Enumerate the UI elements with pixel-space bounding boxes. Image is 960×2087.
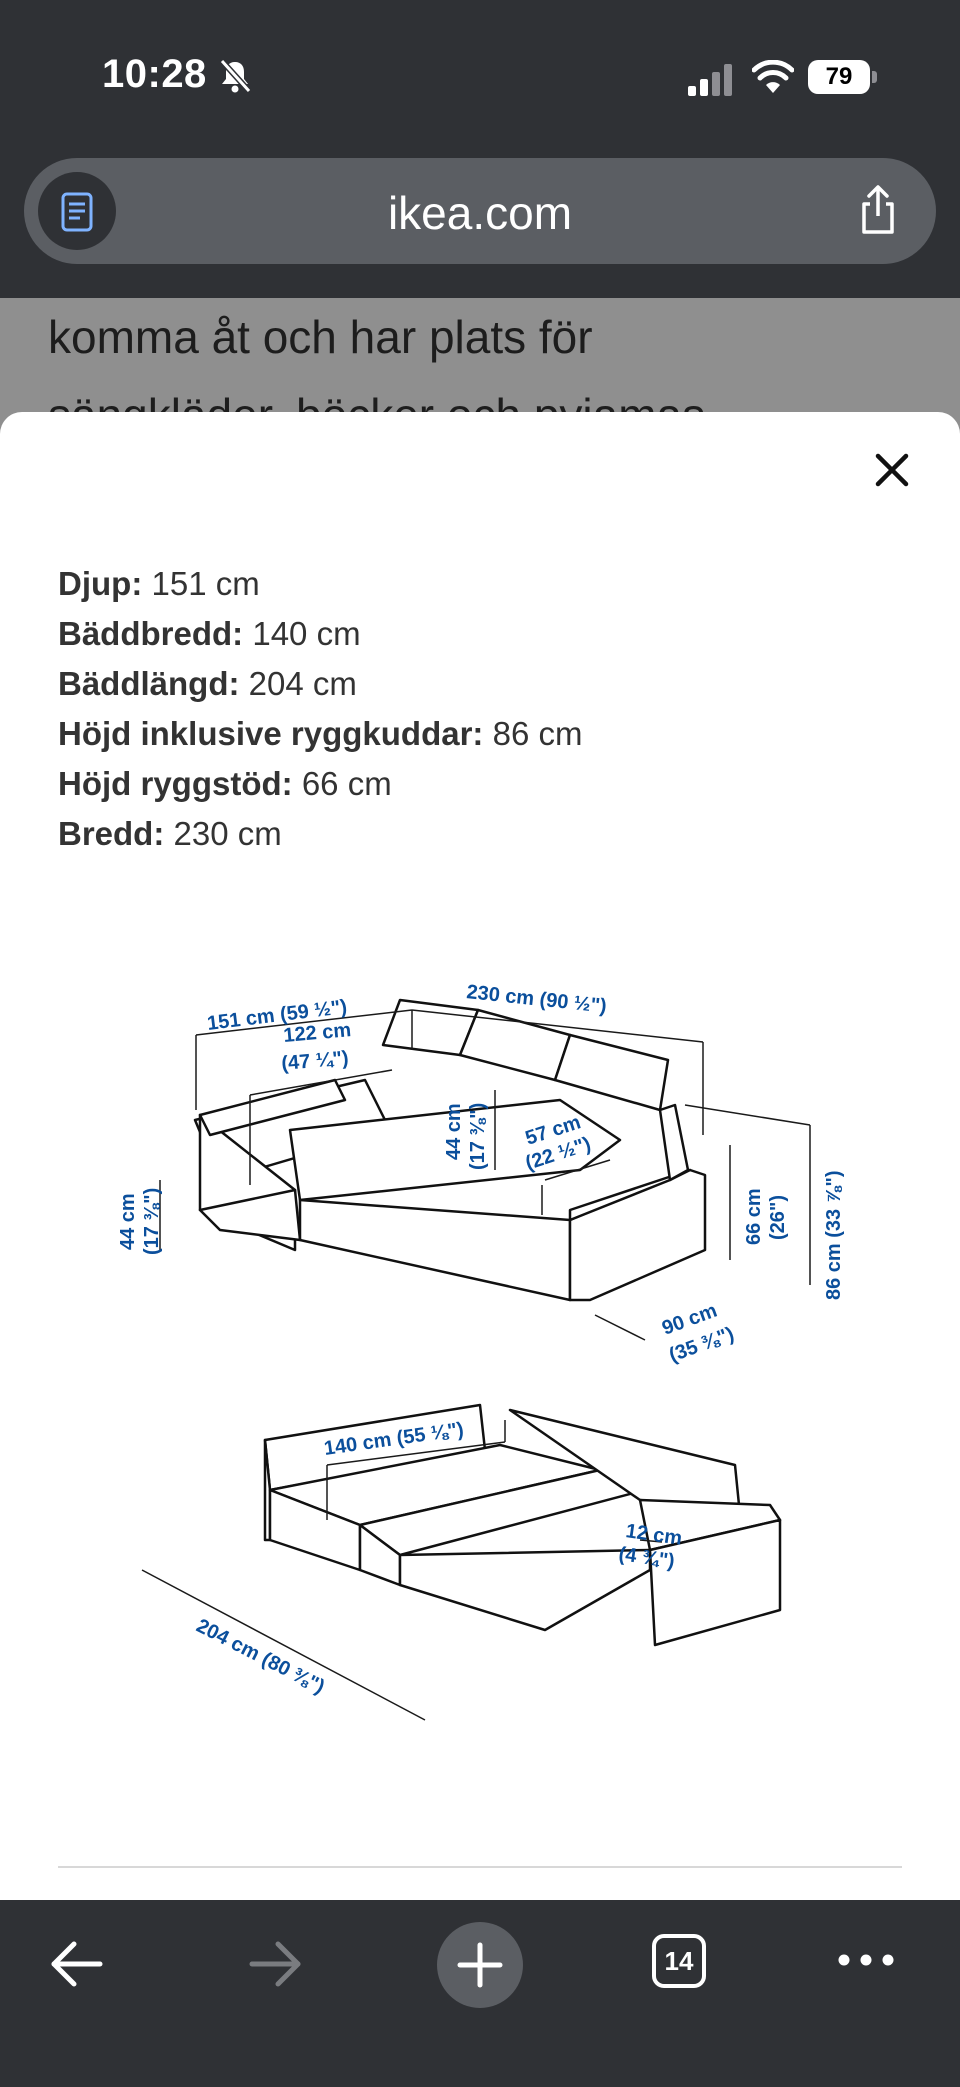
- forward-arrow-icon[interactable]: [248, 1936, 304, 1992]
- dim-seat-height-b: (17 ⅜"): [141, 1188, 163, 1255]
- share-icon[interactable]: [856, 184, 900, 236]
- spec-label: Bredd:: [58, 815, 165, 852]
- spec-label: Bäddlängd:: [58, 665, 240, 702]
- spec-width: Bredd: 230 cm: [58, 815, 582, 865]
- url-domain[interactable]: ikea.com: [387, 187, 573, 239]
- wifi-icon: [752, 60, 794, 93]
- browser-toolbar: 14: [0, 1900, 960, 2087]
- spec-label: Höjd inklusive ryggkuddar:: [58, 715, 484, 752]
- dim-backrest-b: (26"): [767, 1195, 789, 1240]
- dim-seat-depth-a: 122 cm: [283, 1019, 353, 1047]
- spec-depth: Djup: 151 cm: [58, 565, 582, 615]
- sheet-divider: [58, 1866, 902, 1868]
- cellular-signal-icon: [688, 64, 732, 96]
- reader-mode-button[interactable]: [38, 172, 116, 250]
- battery-indicator: 79: [808, 60, 878, 96]
- spec-value: 140 cm: [252, 615, 361, 652]
- dim-seat-depth-b: (47 ¼"): [281, 1047, 350, 1075]
- spec-bed-length: Bäddlängd: 204 cm: [58, 665, 582, 715]
- reader-icon: [61, 192, 93, 232]
- bell-muted-icon: [219, 58, 252, 94]
- spec-list: Djup: 151 cm Bäddbredd: 140 cm Bäddlängd…: [58, 565, 582, 865]
- dim-seat-height-a: 44 cm: [117, 1193, 139, 1250]
- address-bar[interactable]: ikea.com: [24, 158, 936, 264]
- background-text-line-1: komma åt och har plats för: [48, 311, 593, 363]
- more-options-icon[interactable]: [836, 1950, 896, 1970]
- status-bar: 10:28 79: [0, 0, 960, 150]
- close-icon[interactable]: [868, 446, 916, 494]
- spec-value: 230 cm: [173, 815, 282, 852]
- plus-icon: [457, 1942, 503, 1988]
- back-arrow-icon[interactable]: [48, 1936, 104, 1992]
- spec-value: 151 cm: [151, 565, 260, 602]
- dim-bed-length: 204 cm (80 ⅜"): [193, 1615, 328, 1698]
- spec-label: Djup:: [58, 565, 143, 602]
- tab-switcher-button[interactable]: 14: [652, 1934, 706, 1988]
- spec-label: Höjd ryggstöd:: [58, 765, 293, 802]
- dim-cushion-a: 44 cm: [443, 1103, 465, 1160]
- sofa-dimension-drawing: 151 cm (59 ½") 230 cm (90 ½") 122 cm (47…: [117, 981, 845, 1721]
- status-time: 10:28: [102, 52, 207, 96]
- spec-value: 86 cm: [492, 715, 583, 752]
- dim-backrest-a: 66 cm: [743, 1188, 765, 1245]
- dim-total-height: 86 cm (33 ⅞"): [823, 1170, 845, 1300]
- spec-value: 204 cm: [248, 665, 357, 702]
- spec-height-cushions: Höjd inklusive ryggkuddar: 86 cm: [58, 715, 582, 765]
- spec-label: Bäddbredd:: [58, 615, 244, 652]
- battery-level: 79: [825, 63, 853, 90]
- new-tab-button[interactable]: [437, 1922, 523, 2008]
- dim-cushion-b: (17 ⅜"): [467, 1103, 489, 1170]
- spec-bed-width: Bäddbredd: 140 cm: [58, 615, 582, 665]
- spec-backrest-height: Höjd ryggstöd: 66 cm: [58, 765, 582, 815]
- spec-value: 66 cm: [301, 765, 392, 802]
